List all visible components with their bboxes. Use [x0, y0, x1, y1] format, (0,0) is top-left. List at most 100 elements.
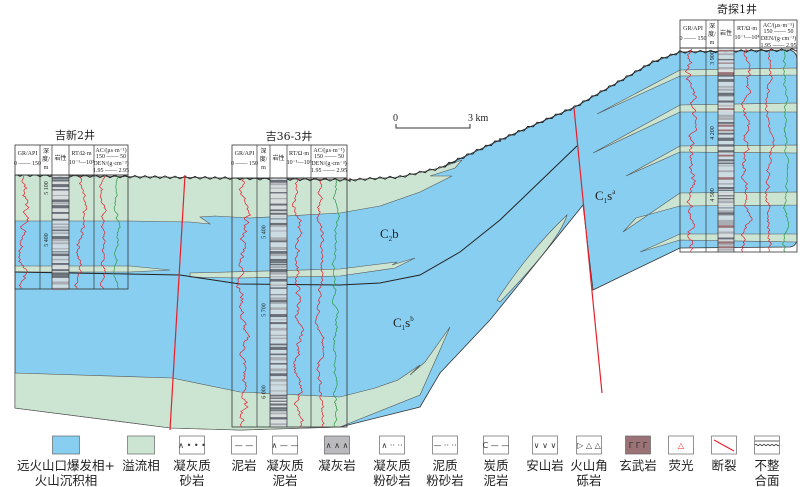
lithology-bed [718, 231, 734, 234]
legend-swatch [379, 435, 405, 455]
header-den-range: 1.95 —— 2.95 [761, 43, 797, 49]
legend-item: — —泥岩 [231, 435, 257, 473]
well-name: 奇探1井 [717, 2, 757, 16]
unconformity-line [14, 48, 798, 183]
ac-log-curve [314, 178, 325, 427]
legend-label: 安山岩 [526, 458, 564, 473]
header-depth3: m [44, 165, 49, 171]
header-den-range: 1.95 —— 2.95 [93, 168, 129, 174]
lower-green-band [14, 326, 451, 431]
lithology-bed [718, 170, 734, 173]
lithology-bed [270, 412, 287, 415]
lithology-bed [270, 343, 287, 346]
den-log-curve [113, 175, 121, 289]
legend-label: 凝灰岩 [318, 458, 356, 473]
header-rt-range: 10⁻¹—10⁴ [734, 35, 759, 41]
header-gr-range: 0 —— 150 [231, 161, 258, 167]
lithology-bed [718, 243, 734, 246]
lithology-bed [718, 197, 734, 200]
gr-log-curve [18, 175, 30, 289]
lithology-column [270, 178, 287, 427]
lithology-bed [270, 285, 287, 287]
lithology-bed [718, 121, 734, 124]
lithology-bed [52, 199, 69, 202]
depth-label: 4 200 [710, 126, 716, 140]
lithology-bed [270, 373, 287, 377]
lithology-bed [52, 262, 69, 265]
header-depth1: 深 [43, 147, 49, 155]
lithology-bed [718, 144, 734, 147]
lithology-bed [270, 397, 287, 399]
lithology-bed [718, 154, 734, 157]
lithology-bed [270, 327, 287, 331]
header-rt-range: 10⁻¹—10³ [69, 160, 94, 166]
header-lith: 岩性 [720, 29, 732, 37]
lithology-bed [718, 210, 734, 213]
header-den: DEN/(g·cm⁻³) [93, 160, 128, 167]
legend-label: 凝灰质 [266, 458, 304, 473]
lithology-bed [270, 417, 287, 420]
lithology-bed [52, 194, 69, 196]
header-depth2: 度/ [260, 155, 268, 163]
header-depth1: 深 [260, 147, 266, 155]
c2b-c1s-boundary [14, 144, 579, 286]
depth-label: 5 100 [44, 181, 50, 195]
legend-label-line2: 砾岩 [576, 473, 601, 487]
den-log-curve [782, 48, 790, 252]
lithology-bed [270, 263, 287, 266]
lithology-bed [718, 117, 734, 121]
legend-item: ∨ ∨ ∨安山岩 [526, 435, 564, 473]
rt-log-curve [74, 175, 87, 289]
lithology-bed [718, 162, 734, 165]
well-name: 吉36-3井 [266, 129, 313, 143]
header-rt: RT/Ω·m [71, 151, 91, 157]
lithology-bed [718, 219, 734, 223]
header-depth3: m [261, 165, 266, 171]
lithology-bed [270, 407, 287, 410]
lithology-bed [270, 253, 287, 257]
lithology-bed [718, 249, 734, 251]
lithology-bed [270, 334, 287, 337]
lithology-bed [718, 129, 734, 132]
unconformity-symbol-icon [754, 443, 780, 447]
legend-label-line2: 火山沉积相 [35, 473, 98, 487]
formation-label-c1sa: C1sa [595, 188, 616, 205]
well-track-frame [14, 174, 129, 290]
lithology-bed [270, 410, 287, 412]
lithology-bed [52, 205, 69, 209]
lithology-bed [718, 159, 734, 162]
den-log-curve [331, 178, 341, 427]
lithology-bed [718, 246, 734, 249]
legend-swatch [324, 435, 350, 455]
legend-swatch [576, 435, 602, 455]
header-gr: GR/API [235, 151, 255, 157]
lithology-bed [52, 251, 69, 253]
lithology-bed [270, 187, 287, 189]
lithology-bed [270, 251, 287, 254]
lithology-bed [718, 195, 734, 197]
lithology-bed [718, 150, 734, 153]
lithology-bed [270, 319, 287, 321]
header-den: DEN/(g·cm⁻³) [761, 35, 796, 42]
header-ac: AC/(μs·m⁻¹) [313, 147, 344, 154]
header-depth3: m [710, 40, 715, 46]
lithology-bed [270, 384, 287, 386]
lithology-bed [52, 236, 69, 240]
lithology-bed [52, 202, 69, 205]
fault-symbol-icon [713, 439, 735, 452]
header-lith: 岩性 [54, 154, 66, 162]
lithology-bed [718, 124, 734, 127]
legend-pattern-symbol: ∧ ·· ·· [381, 441, 402, 450]
lithology-bed [52, 177, 69, 180]
legend-label: 凝灰质 [373, 458, 411, 473]
lithology-bed [270, 368, 287, 372]
header-den: DEN/(g·cm⁻³) [311, 160, 346, 167]
lithology-bed [718, 50, 734, 52]
legend-swatch [272, 435, 298, 455]
